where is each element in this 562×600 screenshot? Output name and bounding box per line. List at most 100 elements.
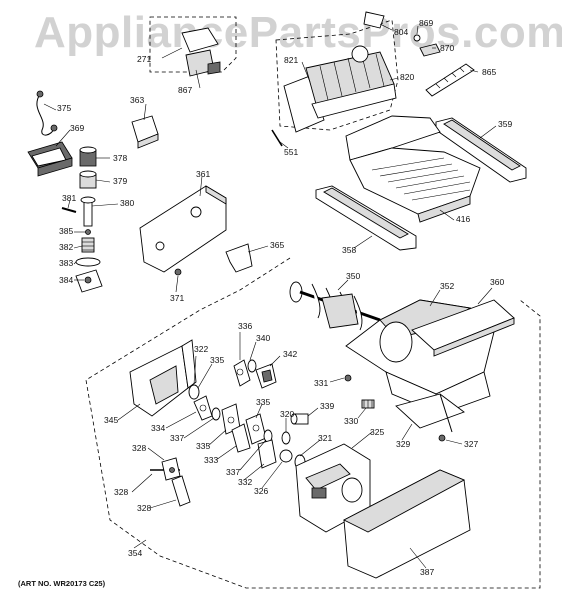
- part-328-lever: [150, 457, 191, 507]
- part-379: [79, 170, 97, 189]
- label-359: 359: [498, 119, 513, 129]
- part-320: [281, 431, 291, 445]
- part-375-harness: [36, 90, 58, 136]
- part-340: [247, 359, 257, 373]
- part-334: [193, 395, 213, 421]
- part-381: [61, 207, 77, 213]
- part-271-outline: [149, 16, 237, 73]
- part-333: [231, 423, 251, 453]
- label-329: 329: [396, 439, 411, 449]
- label-330: 330: [344, 416, 359, 426]
- label-382: 382: [59, 242, 74, 252]
- label-820: 820: [400, 72, 415, 82]
- part-342: [255, 363, 277, 389]
- label-365: 365: [270, 240, 285, 250]
- label-375: 375: [57, 103, 72, 113]
- label-328-top: 328: [132, 443, 147, 453]
- part-339: [290, 413, 309, 425]
- label-337b: 337: [226, 467, 241, 477]
- label-551: 551: [284, 147, 299, 157]
- art-number: (ART NO. WR20173 C25): [18, 579, 106, 588]
- part-358: [315, 185, 417, 251]
- label-339: 339: [320, 401, 335, 411]
- label-342: 342: [283, 349, 298, 359]
- part-335c: [245, 413, 267, 445]
- label-378: 378: [113, 153, 128, 163]
- part-869: [413, 34, 421, 42]
- part-382-spring: [81, 237, 95, 253]
- label-371: 371: [170, 293, 185, 303]
- label-327: 327: [464, 439, 479, 449]
- part-369: [27, 141, 73, 177]
- label-381: 381: [62, 193, 77, 203]
- part-327: [438, 434, 446, 442]
- label-352: 352: [440, 281, 455, 291]
- label-804: 804: [394, 27, 409, 37]
- part-336: [233, 359, 251, 387]
- part-329: [395, 393, 465, 433]
- part-350-auger: [289, 281, 381, 331]
- part-387-cover: [343, 469, 471, 579]
- part-385: [85, 229, 91, 235]
- label-340: 340: [256, 333, 271, 343]
- part-326: [279, 449, 293, 463]
- label-350: 350: [346, 271, 361, 281]
- part-867: [181, 27, 221, 77]
- label-354: 354: [128, 548, 143, 558]
- label-387: 387: [420, 567, 435, 577]
- label-337a: 337: [170, 433, 185, 443]
- label-333: 333: [204, 455, 219, 465]
- label-333-a: 335: [196, 441, 211, 451]
- label-369: 369: [70, 123, 85, 133]
- part-325-door: [295, 443, 371, 533]
- label-334: 334: [151, 423, 166, 433]
- label-325: 325: [370, 427, 385, 437]
- leader-lines: [43, 23, 497, 569]
- label-416: 416: [456, 214, 471, 224]
- label-363: 363: [130, 95, 145, 105]
- part-870: [419, 43, 441, 57]
- label-361: 361: [196, 169, 211, 179]
- part-361: [139, 185, 227, 273]
- label-321: 321: [318, 433, 333, 443]
- label-870: 870: [440, 43, 455, 53]
- label-271: 271: [137, 54, 152, 64]
- label-328-left: 328: [114, 487, 129, 497]
- part-322: [188, 384, 200, 400]
- label-383: 383: [59, 258, 74, 268]
- label-379: 379: [113, 176, 128, 186]
- label-867: 867: [178, 85, 193, 95]
- part-378: [79, 146, 97, 167]
- watermark: AppliancePartsPros.com: [34, 8, 562, 57]
- part-331: [344, 374, 352, 382]
- part-371: [174, 268, 182, 276]
- label-385: 385: [59, 226, 74, 236]
- label-335b: 335: [256, 397, 271, 407]
- label-335a: 335: [210, 355, 225, 365]
- label-336: 336: [238, 321, 253, 331]
- label-360: 360: [490, 277, 505, 287]
- part-865: [425, 63, 475, 97]
- part-380: [80, 196, 96, 227]
- label-869: 869: [419, 18, 434, 28]
- label-384: 384: [59, 275, 74, 285]
- part-804: [363, 11, 385, 29]
- label-326: 326: [254, 486, 269, 496]
- label-320: 320: [280, 409, 295, 419]
- part-821-icemaker: [283, 45, 397, 133]
- part-330: [361, 399, 375, 409]
- label-345: 345: [104, 415, 119, 425]
- label-380: 380: [120, 198, 135, 208]
- part-332: [257, 439, 277, 469]
- label-821: 821: [284, 55, 299, 65]
- part-337a: [211, 407, 221, 421]
- label-332: 332: [238, 477, 253, 487]
- part-365: [225, 243, 253, 273]
- part-383: [75, 257, 101, 267]
- label-331: 331: [314, 378, 329, 388]
- part-345: [129, 339, 197, 417]
- label-865: 865: [482, 67, 497, 77]
- label-358: 358: [342, 245, 357, 255]
